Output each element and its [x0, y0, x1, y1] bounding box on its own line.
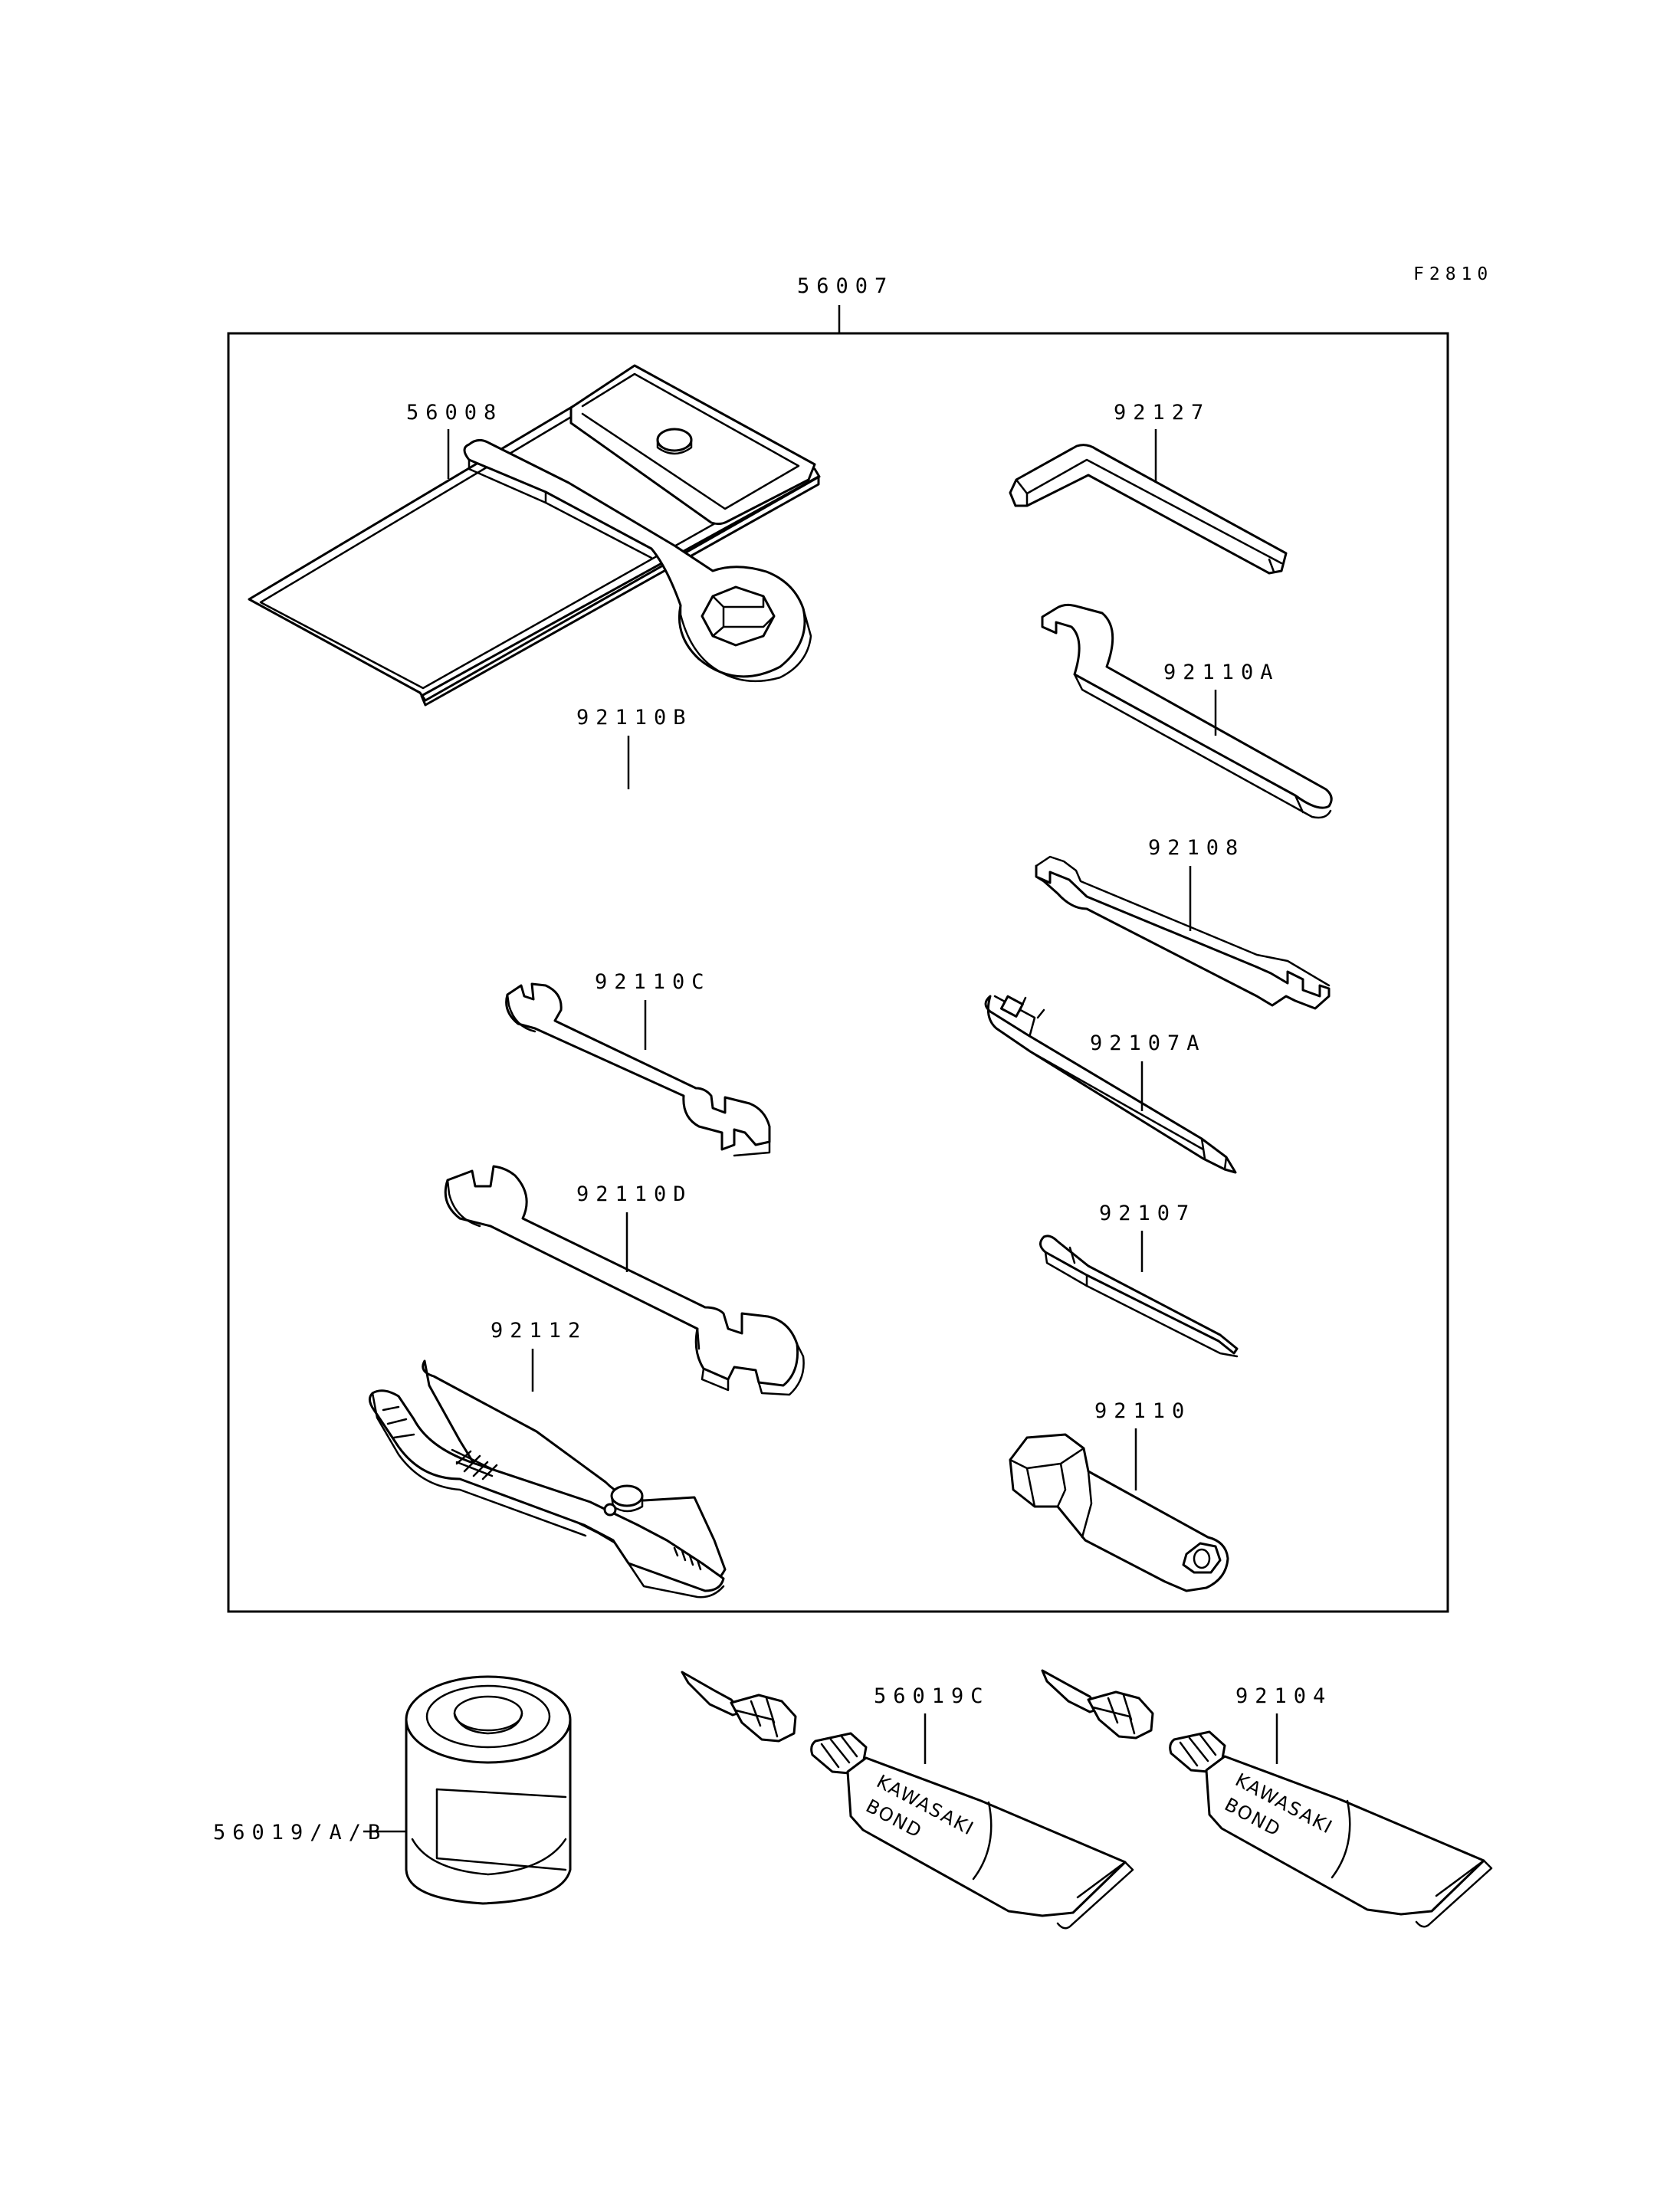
label-56019C: 56019C — [874, 1684, 990, 1708]
label-92112: 92112 — [491, 1319, 587, 1343]
oil-can — [405, 1675, 572, 1905]
bond-tube-92104: KAWASAKI BOND — [1041, 1669, 1493, 1928]
label-92110C: 92110C — [595, 970, 711, 994]
label-92107: 92107 — [1099, 1202, 1196, 1225]
label-92107A: 92107A — [1090, 1031, 1206, 1055]
label-92127: 92127 — [1114, 401, 1210, 425]
label-56008: 56008 — [406, 401, 503, 425]
open-wrench-large — [444, 1165, 805, 1396]
bond-tube-56019C: KAWASAKI BOND — [681, 1671, 1134, 1930]
label-56019AB: 56019/A/B — [213, 1821, 387, 1844]
open-wrench-small — [505, 982, 771, 1157]
screwdriver-bit — [1039, 1235, 1239, 1358]
figure-code: F2810 — [1413, 264, 1493, 284]
hex-key — [1009, 444, 1288, 575]
label-92110: 92110 — [1094, 1399, 1191, 1423]
label-92104: 92104 — [1235, 1684, 1332, 1708]
tool-pouch — [248, 364, 821, 707]
plug-socket-wrench — [1009, 1433, 1229, 1592]
screwdriver-bit-a — [984, 995, 1237, 1174]
label-92108: 92108 — [1148, 836, 1245, 860]
label-92110D: 92110D — [576, 1182, 693, 1206]
label-56007: 56007 — [797, 274, 894, 298]
flat-spanner — [1035, 855, 1331, 1010]
ring-spanner — [463, 439, 812, 683]
pliers — [369, 1359, 727, 1599]
label-92110A: 92110A — [1163, 661, 1280, 684]
hook-spanner — [1041, 603, 1333, 819]
label-92110B: 92110B — [576, 706, 693, 730]
kit-frame — [227, 332, 1449, 1613]
